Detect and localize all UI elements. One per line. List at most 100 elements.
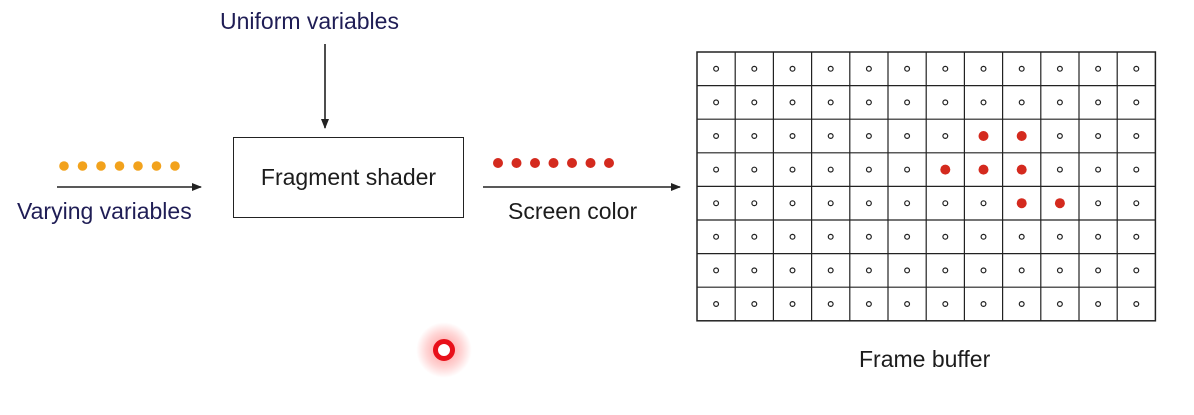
empty-pixel	[1056, 233, 1063, 240]
empty-pixel	[1095, 99, 1102, 106]
empty-pixel	[1095, 267, 1102, 274]
empty-pixel	[1133, 301, 1140, 308]
screen-color-dot	[567, 158, 577, 168]
empty-pixel	[1133, 133, 1140, 140]
empty-pixel	[827, 301, 834, 308]
uniform-variables-label: Uniform variables	[220, 8, 399, 34]
frame-buffer-label: Frame buffer	[859, 346, 991, 372]
varying-dots	[59, 161, 180, 171]
empty-pixel	[751, 65, 758, 72]
empty-pixel	[1018, 301, 1025, 308]
empty-pixel	[865, 200, 872, 207]
empty-pixel	[904, 133, 911, 140]
screen-color-dot	[511, 158, 522, 168]
empty-pixel	[980, 200, 987, 207]
empty-pixel	[1095, 233, 1102, 240]
empty-pixel	[1018, 99, 1025, 106]
empty-pixel	[1095, 200, 1102, 207]
fragment-shader-box: Fragment shader	[233, 137, 464, 218]
empty-pixel	[827, 200, 834, 207]
varying-dot	[77, 161, 88, 171]
empty-pixel	[980, 233, 987, 240]
empty-pixel	[789, 65, 796, 72]
screen-color-dot	[548, 158, 559, 168]
mouse-cursor-icon	[433, 339, 455, 361]
empty-pixel	[942, 267, 949, 274]
empty-pixel	[865, 301, 872, 308]
empty-pixel	[1095, 133, 1102, 140]
lit-pixel	[978, 164, 989, 175]
empty-pixel	[713, 166, 720, 173]
empty-pixel	[942, 99, 949, 106]
empty-pixel	[1056, 133, 1063, 140]
lit-pixel	[978, 131, 989, 141]
empty-pixel	[789, 200, 796, 207]
varying-dot	[151, 161, 162, 171]
empty-pixel	[713, 200, 720, 207]
empty-pixel	[713, 233, 720, 240]
empty-pixel	[827, 267, 834, 274]
empty-pixel	[713, 301, 720, 308]
empty-pixel	[1133, 99, 1140, 106]
empty-pixel	[1133, 65, 1140, 72]
empty-pixel	[1056, 65, 1063, 72]
empty-pixel	[904, 200, 911, 207]
empty-pixel	[1056, 267, 1063, 274]
empty-pixel	[713, 267, 720, 274]
empty-pixel	[789, 301, 796, 308]
empty-pixel	[1018, 267, 1025, 274]
empty-pixel	[904, 267, 911, 274]
empty-pixel	[751, 233, 758, 240]
empty-pixel	[1095, 166, 1102, 173]
empty-pixel	[904, 99, 911, 106]
empty-pixel	[1095, 65, 1102, 72]
varying-dot	[96, 161, 106, 171]
empty-pixel	[751, 301, 758, 308]
lit-pixel	[1054, 198, 1065, 209]
empty-pixel	[827, 166, 834, 173]
empty-pixel	[865, 267, 872, 274]
screen-color-dot	[493, 158, 503, 168]
empty-pixel	[751, 267, 758, 274]
empty-pixel	[713, 65, 720, 72]
varying-dot	[114, 161, 125, 171]
screen-color-dots	[493, 158, 614, 168]
lit-pixel	[1016, 164, 1027, 175]
empty-pixel	[1133, 267, 1140, 274]
empty-pixel	[751, 133, 758, 140]
empty-pixel	[904, 65, 911, 72]
screen-color-label: Screen color	[508, 198, 638, 224]
screen-color-dot	[604, 158, 614, 168]
empty-pixel	[904, 166, 911, 173]
varying-variables-label: Varying variables	[17, 198, 192, 224]
empty-pixel	[827, 65, 834, 72]
empty-pixel	[1056, 166, 1063, 173]
empty-pixel	[865, 233, 872, 240]
empty-pixel	[1018, 233, 1025, 240]
empty-pixel	[942, 233, 949, 240]
empty-pixel	[942, 65, 949, 72]
empty-pixel	[865, 65, 872, 72]
empty-pixel	[789, 166, 796, 173]
empty-pixel	[1095, 301, 1102, 308]
empty-pixel	[904, 301, 911, 308]
empty-pixel	[1133, 166, 1140, 173]
frame-buffer-grid	[696, 51, 1157, 322]
lit-pixel	[1016, 131, 1027, 141]
empty-pixel	[789, 133, 796, 140]
empty-pixel	[1133, 233, 1140, 240]
empty-pixel	[789, 233, 796, 240]
empty-pixel	[789, 267, 796, 274]
empty-pixel	[1056, 301, 1063, 308]
empty-pixel	[1056, 99, 1063, 106]
empty-pixel	[827, 233, 834, 240]
empty-pixel	[865, 133, 872, 140]
empty-pixel	[713, 99, 720, 106]
empty-pixel	[865, 99, 872, 106]
empty-pixel	[980, 301, 987, 308]
lit-pixel	[940, 164, 951, 175]
empty-pixel	[1133, 200, 1140, 207]
empty-pixel	[751, 99, 758, 106]
varying-dot	[133, 161, 143, 171]
